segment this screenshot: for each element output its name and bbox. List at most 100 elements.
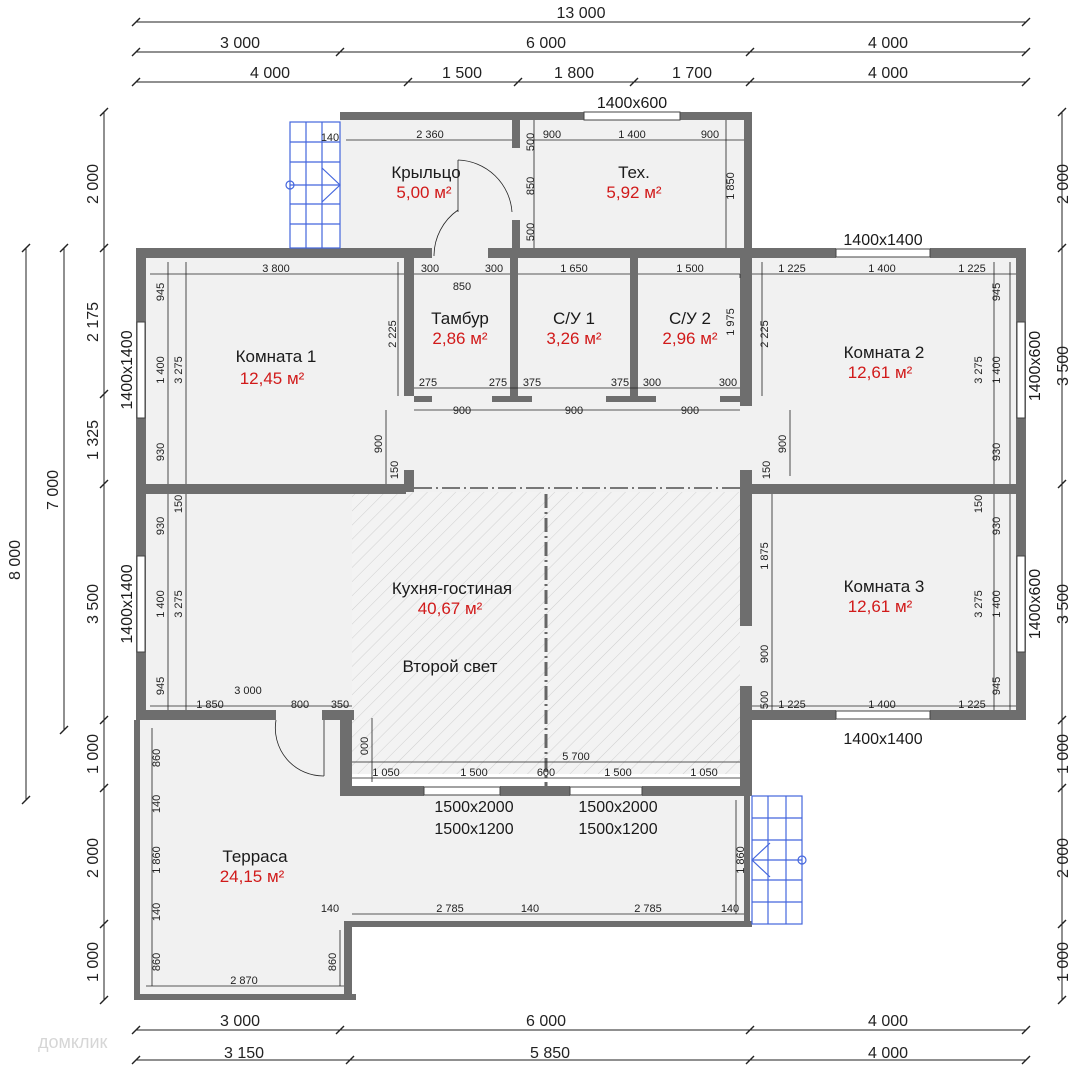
room-area-wc2: 2,96 м² bbox=[662, 329, 717, 348]
svg-text:140: 140 bbox=[321, 903, 339, 915]
dim-right-1: 3 500 bbox=[1055, 346, 1072, 386]
svg-text:860: 860 bbox=[151, 953, 163, 971]
room-area-room3: 12,61 м² bbox=[848, 597, 913, 616]
room-area-room2: 12,61 м² bbox=[848, 363, 913, 382]
svg-text:1 050: 1 050 bbox=[372, 767, 400, 779]
svg-text:150: 150 bbox=[173, 495, 185, 513]
room-area-tambur: 2,86 м² bbox=[432, 329, 487, 348]
room-name-tambur: Тамбур bbox=[431, 309, 489, 328]
window-label-room2-side: 1400x600 bbox=[1027, 331, 1044, 401]
svg-text:300: 300 bbox=[421, 263, 439, 275]
svg-text:1 975: 1 975 bbox=[725, 308, 737, 336]
svg-text:3 275: 3 275 bbox=[973, 356, 985, 384]
dim-bottom2-0: 3 150 bbox=[224, 1045, 264, 1062]
room-area-terrace: 24,15 м² bbox=[220, 867, 285, 886]
svg-text:945: 945 bbox=[155, 677, 167, 695]
inner-dimension-text: 140 2 360 900 1 400 900 500 850 500 1 85… bbox=[151, 129, 1003, 987]
dim-bottom2-2: 4 000 bbox=[868, 1045, 908, 1062]
svg-text:2 785: 2 785 bbox=[436, 903, 464, 915]
room-name-porch: Крыльцо bbox=[391, 163, 460, 182]
svg-text:1 400: 1 400 bbox=[155, 590, 167, 618]
svg-text:1 225: 1 225 bbox=[778, 263, 806, 275]
doors bbox=[274, 159, 513, 777]
svg-text:1 400: 1 400 bbox=[991, 356, 1003, 384]
window-label-kitchen-left-2: 1500x1200 bbox=[434, 821, 513, 838]
svg-text:1 500: 1 500 bbox=[460, 767, 488, 779]
svg-text:945: 945 bbox=[991, 283, 1003, 301]
dim-left-inner-1: 2 175 bbox=[85, 302, 102, 342]
svg-text:3 275: 3 275 bbox=[973, 590, 985, 618]
window-labels: 1400x600 1400x1400 1400x1400 1400x1400 1… bbox=[119, 95, 1044, 838]
svg-text:930: 930 bbox=[155, 517, 167, 535]
svg-text:860: 860 bbox=[327, 953, 339, 971]
svg-text:1 850: 1 850 bbox=[725, 172, 737, 200]
svg-text:800: 800 bbox=[291, 699, 309, 711]
svg-text:2 785: 2 785 bbox=[634, 903, 662, 915]
dim-right-0: 2 000 bbox=[1055, 164, 1072, 204]
svg-text:900: 900 bbox=[701, 129, 719, 141]
svg-text:1 400: 1 400 bbox=[618, 129, 646, 141]
dim-top3-2: 1 800 bbox=[554, 65, 594, 82]
svg-text:1 225: 1 225 bbox=[778, 699, 806, 711]
svg-text:275: 275 bbox=[489, 377, 507, 389]
dim-top2-0: 3 000 bbox=[220, 35, 260, 52]
svg-text:1 860: 1 860 bbox=[151, 846, 163, 874]
svg-text:5 700: 5 700 bbox=[562, 751, 590, 763]
svg-text:945: 945 bbox=[991, 677, 1003, 695]
room-area-kitchen: 40,67 м² bbox=[418, 599, 483, 618]
svg-text:375: 375 bbox=[523, 377, 541, 389]
svg-text:900: 900 bbox=[681, 405, 699, 417]
svg-text:140: 140 bbox=[151, 903, 163, 921]
svg-text:140: 140 bbox=[151, 795, 163, 813]
stairs-right bbox=[751, 795, 807, 925]
watermark-logo: домклик bbox=[38, 1032, 108, 1052]
dim-bottom1-2: 4 000 bbox=[868, 1013, 908, 1030]
svg-text:900: 900 bbox=[759, 645, 771, 663]
svg-text:3 275: 3 275 bbox=[173, 356, 185, 384]
svg-text:140: 140 bbox=[721, 903, 739, 915]
windows bbox=[136, 111, 1026, 796]
room-labels: Крыльцо 5,00 м² Тех. 5,92 м² Комната 1 1… bbox=[220, 163, 925, 886]
dim-left-mid: 7 000 bbox=[45, 470, 62, 510]
svg-text:000: 000 bbox=[359, 737, 371, 755]
room-name-room2: Комната 2 bbox=[844, 343, 925, 362]
room-area-room1: 12,45 м² bbox=[240, 369, 305, 388]
dim-top3-3: 1 700 bbox=[672, 65, 712, 82]
svg-text:1 400: 1 400 bbox=[155, 356, 167, 384]
svg-text:1 500: 1 500 bbox=[604, 767, 632, 779]
svg-text:350: 350 bbox=[331, 699, 349, 711]
svg-text:1 400: 1 400 bbox=[991, 590, 1003, 618]
svg-text:150: 150 bbox=[389, 461, 401, 479]
svg-text:900: 900 bbox=[543, 129, 561, 141]
stairs-left bbox=[285, 121, 341, 249]
room-name-tech: Тех. bbox=[618, 163, 650, 182]
svg-text:150: 150 bbox=[761, 461, 773, 479]
svg-text:900: 900 bbox=[453, 405, 471, 417]
svg-text:500: 500 bbox=[525, 133, 537, 151]
porch-tech-floor bbox=[340, 118, 750, 256]
svg-text:2 360: 2 360 bbox=[416, 129, 444, 141]
dim-top3-0: 4 000 bbox=[250, 65, 290, 82]
svg-text:1 850: 1 850 bbox=[196, 699, 224, 711]
svg-text:850: 850 bbox=[453, 281, 471, 293]
svg-text:1 875: 1 875 bbox=[759, 542, 771, 570]
svg-text:500: 500 bbox=[525, 223, 537, 241]
dim-left-inner-2: 1 325 bbox=[85, 420, 102, 460]
svg-text:2 225: 2 225 bbox=[759, 320, 771, 348]
svg-text:3 800: 3 800 bbox=[262, 263, 290, 275]
dim-left-inner-6: 1 000 bbox=[85, 942, 102, 982]
room-area-tech: 5,92 м² bbox=[606, 183, 661, 202]
dim-right-4: 2 000 bbox=[1055, 838, 1072, 878]
window-label-room1-side: 1400x1400 bbox=[119, 330, 136, 409]
dim-top2-2: 4 000 bbox=[868, 35, 908, 52]
svg-text:300: 300 bbox=[485, 263, 503, 275]
svg-text:500: 500 bbox=[759, 691, 771, 709]
terrace-floor-left bbox=[140, 718, 350, 996]
svg-text:150: 150 bbox=[973, 495, 985, 513]
svg-text:300: 300 bbox=[719, 377, 737, 389]
svg-text:375: 375 bbox=[611, 377, 629, 389]
window-label-room3-bottom: 1400x1400 bbox=[843, 731, 922, 748]
room-name-room3: Комната 3 bbox=[844, 577, 925, 596]
svg-text:1 500: 1 500 bbox=[676, 263, 704, 275]
